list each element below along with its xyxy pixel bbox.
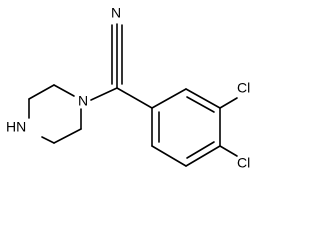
bond: [28, 84, 55, 100]
structure-diagram: N N HN Cl Cl: [6, 5, 250, 171]
bond: [151, 145, 187, 167]
piperazine-nh-label: HN: [6, 119, 26, 135]
nitrile-n-label: N: [111, 5, 121, 21]
benzene-ring: [151, 88, 221, 167]
bond: [186, 96, 215, 113]
bond: [53, 128, 82, 144]
piperazine-ring: [28, 84, 82, 144]
piperazine-n-label: N: [78, 93, 88, 109]
bond-ch-n: [90, 87, 118, 101]
bond-ch-aryl: [116, 87, 153, 109]
bond: [185, 145, 221, 167]
bond-cl-top: [219, 97, 238, 109]
bond: [41, 136, 55, 144]
cl-top-label: Cl: [237, 80, 250, 96]
bond: [53, 84, 75, 97]
nitrile-triple-bond: [111, 23, 123, 89]
bond: [186, 141, 215, 159]
bond: [151, 88, 187, 109]
cl-bottom-label: Cl: [237, 155, 250, 171]
bond: [185, 88, 221, 109]
bond-cl-bottom: [219, 145, 238, 157]
